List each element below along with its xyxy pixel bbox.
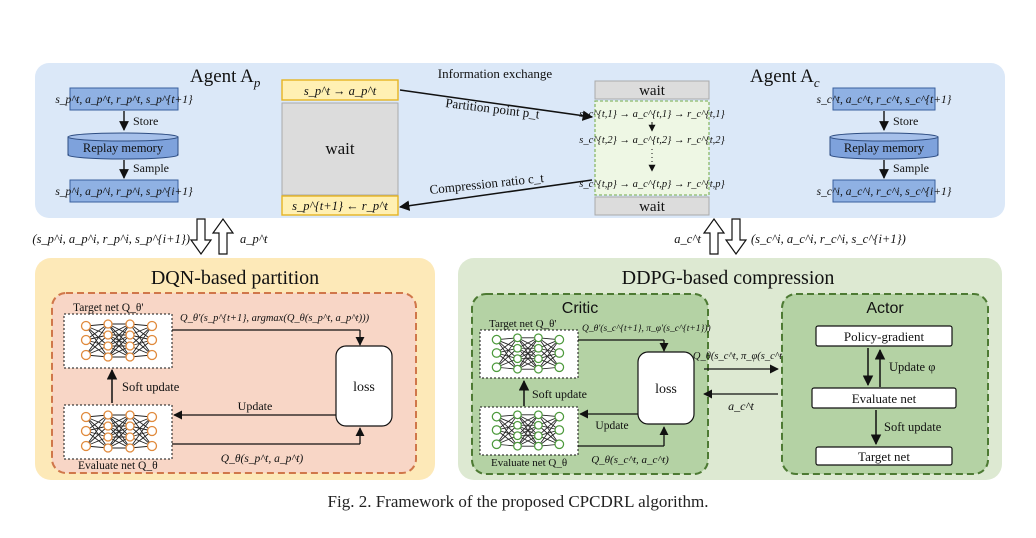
agent-c-replay-memory: Replay memory xyxy=(829,132,939,160)
left-link-action: a_p^t xyxy=(240,232,268,246)
actor-evaluate-net-label: Evaluate net xyxy=(852,391,917,406)
c-row-p: s_c^{t,p} → a_c^{t,p} → r_c^{t,p} xyxy=(579,179,725,190)
critic-eval-q: Q_θ(s_c^t, a_c^t) xyxy=(591,454,669,466)
right-down-hollow-arrow xyxy=(724,218,748,256)
agent-p-store-label: Store xyxy=(133,114,158,128)
p-top-text: s_p^t → a_p^t xyxy=(304,84,377,98)
agent-c-title: Agent Ac xyxy=(750,66,820,90)
policy-gradient-box xyxy=(815,325,953,347)
critic-loss-box xyxy=(637,351,695,425)
critic-target-q: Q_θ'(s_c^{t+1}, π_φ'(s_c^{t+1})) xyxy=(582,323,711,334)
c-grid-box xyxy=(594,100,710,196)
agent-c-tuple-t-box xyxy=(832,87,936,111)
agent-c-tuple-i-box xyxy=(832,179,936,203)
dqn-soft-update-label: Soft update xyxy=(122,380,180,394)
agent-p-tuple-t-box xyxy=(69,87,179,111)
figure-caption: Fig. 2. Framework of the proposed CPCDRL… xyxy=(327,492,709,511)
partition-arrow xyxy=(399,89,594,121)
left-link-tuple: (s_p^i, a_p^i, r_p^i, s_p^{i+1}) xyxy=(32,232,190,246)
agent-p-memory-label: Replay memory xyxy=(83,141,164,155)
right-link-tuple: (s_c^i, a_c^i, r_c^i, s_c^{i+1}) xyxy=(751,232,906,246)
dqn-update-label: Update xyxy=(238,399,273,413)
critic-loss-label: loss xyxy=(655,382,677,397)
agent-c-tuple-i: s_c^i, a_c^i, r_c^i, s_c^{i+1} xyxy=(817,186,952,198)
dqn-target-q: Q_θ'(s_p^{t+1}, argmax(Q_θ(s_p^t, a_p^t)… xyxy=(180,313,370,324)
agent-p-replay-memory: Replay memory xyxy=(67,132,179,160)
c-wait-bottom-text: wait xyxy=(639,199,666,215)
actor-target-net-label: Target net xyxy=(858,449,910,464)
actor-evaluate-net-box xyxy=(811,387,957,409)
actor-target-net-box xyxy=(815,446,953,466)
dqn-loss-label: loss xyxy=(353,380,375,395)
agent-p-tuple-i: s_p^i, a_p^i, r_p^i, s_p^{i+1} xyxy=(55,186,193,198)
q-to-actor-label: Q_θ(s_c^t, π_φ(s_c^t)) xyxy=(693,351,790,362)
p-bottom-text: s_p^{t+1} ← r_p^t xyxy=(292,199,388,213)
agent-p-tuple-i-box xyxy=(69,179,179,203)
actor-title: Actor xyxy=(866,300,904,317)
left-up-hollow-arrow xyxy=(211,217,235,255)
right-link-action: a_c^t xyxy=(674,232,701,246)
critic-update-label: Update xyxy=(595,420,628,432)
left-down-hollow-arrow xyxy=(189,218,213,256)
dqn-eval-q: Q_θ(s_p^t, a_p^t) xyxy=(221,453,304,465)
compression-arrow xyxy=(398,179,593,211)
a-from-actor-label: a_c^t xyxy=(728,399,754,413)
c-row-1: s_c^{t,1} → a_c^{t,1} → r_c^{t,1} xyxy=(579,109,725,120)
dqn-target-net-label: Target net Q_θ' xyxy=(73,302,143,314)
critic-title: Critic xyxy=(562,300,598,317)
right-up-hollow-arrow xyxy=(702,217,726,255)
c-wait-bottom-box xyxy=(594,196,710,216)
dqn-loss-box xyxy=(335,345,393,427)
p-bottom-box xyxy=(281,195,399,216)
critic-target-net-label: Target net Q_θ' xyxy=(489,318,556,330)
agent-p-sample-label: Sample xyxy=(133,161,169,175)
dqn-title: DQN-based partition xyxy=(151,267,319,289)
c-wait-top-text: wait xyxy=(639,83,666,99)
p-wait-box xyxy=(281,102,399,196)
actor-soft-update-label: Soft update xyxy=(884,420,942,434)
policy-gradient-label: Policy-gradient xyxy=(844,329,925,344)
c-row-2: s_c^{t,2} → a_c^{t,2} → r_c^{t,2} xyxy=(579,135,725,146)
agent-c-tuple-t: s_c^t, a_c^t, r_c^t, s_c^{t+1} xyxy=(817,94,952,106)
dqn-evaluate-net-label: Evaluate net Q_θ xyxy=(78,460,158,472)
update-phi-label: Update φ xyxy=(889,360,935,374)
agent-c-store-label: Store xyxy=(893,114,918,128)
agent-c-memory-label: Replay memory xyxy=(844,141,925,155)
critic-soft-update-label: Soft update xyxy=(532,387,587,401)
p-top-box xyxy=(281,79,399,101)
agent-p-tuple-t: s_p^t, a_p^t, r_p^t, s_p^{t+1} xyxy=(55,94,193,106)
c-wait-top-box xyxy=(594,80,710,100)
agent-panel xyxy=(35,63,1005,218)
ddpg-title: DDPG-based compression xyxy=(622,267,835,289)
agent-c-sample-label: Sample xyxy=(893,161,929,175)
critic-evaluate-net-label: Evaluate net Q_θ xyxy=(491,457,567,469)
p-wait-text: wait xyxy=(325,139,355,158)
agent-p-title: Agent Ap xyxy=(190,66,261,90)
info-exchange-label: Information exchange xyxy=(438,66,553,81)
